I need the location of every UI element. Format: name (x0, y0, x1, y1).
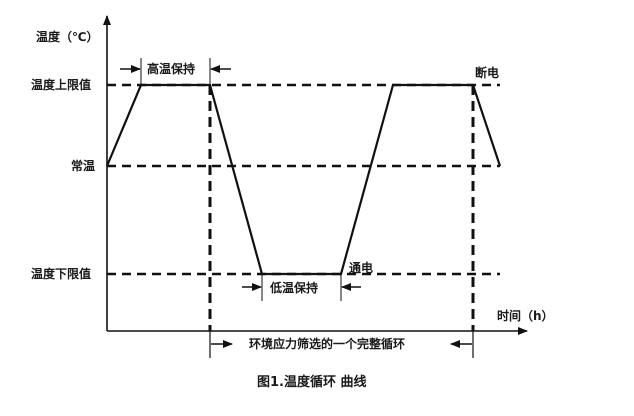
y-axis-label: 温度（℃） (36, 30, 99, 44)
full-cycle-label: 环境应力筛选的一个完整循环 (249, 337, 406, 351)
high-hold-label: 高温保持 (147, 62, 196, 76)
low-hold-label: 低温保持 (270, 281, 319, 295)
lower-limit-label: 温度下限值 (31, 267, 92, 281)
power-on-label: 通电 (349, 261, 374, 275)
figure-caption: 图1.温度循环 曲线 (257, 375, 367, 390)
power-off-label: 断电 (475, 66, 500, 80)
temperature-curve (105, 83, 502, 276)
upper-limit-label: 温度上限值 (31, 78, 92, 92)
x-axis-label: 时间（h） (497, 309, 554, 323)
ambient-label: 常温 (71, 159, 96, 173)
